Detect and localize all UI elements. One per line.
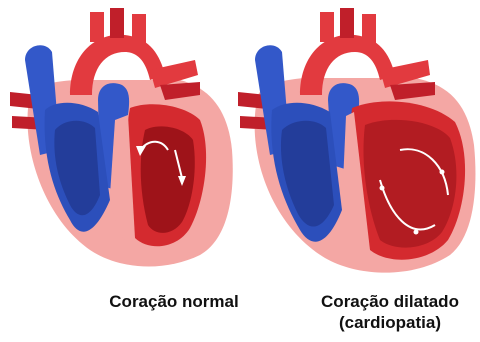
normal-heart-caption: Coração normal: [84, 291, 264, 312]
normal-heart-illustration: [0, 0, 240, 290]
dilated-aorta-branch-2: [340, 8, 354, 38]
normal-aorta-branch-2: [110, 8, 124, 38]
normal-aorta-branch-1: [90, 12, 104, 42]
dilated-heart-illustration: [230, 0, 480, 290]
normal-heart-svg: [0, 0, 240, 290]
dilated-heart-caption-line2: (cardiopatia): [300, 312, 480, 333]
dilated-left-ventricle-interior: [363, 120, 456, 248]
dilated-heart-caption: Coração dilatado (cardiopatia): [300, 291, 480, 333]
normal-heart-caption-text: Coração normal: [109, 292, 238, 311]
dilated-flow-dot-1: [380, 186, 385, 191]
dilated-heart-svg: [230, 0, 480, 290]
dilated-flow-dot-3: [440, 170, 445, 175]
dilated-heart-caption-line1: Coração dilatado: [300, 291, 480, 312]
dilated-aorta-branch-1: [320, 12, 334, 42]
normal-aorta-branch-3: [132, 14, 146, 44]
dilated-flow-dot-2: [414, 230, 419, 235]
dilated-aorta-branch-3: [362, 14, 376, 44]
